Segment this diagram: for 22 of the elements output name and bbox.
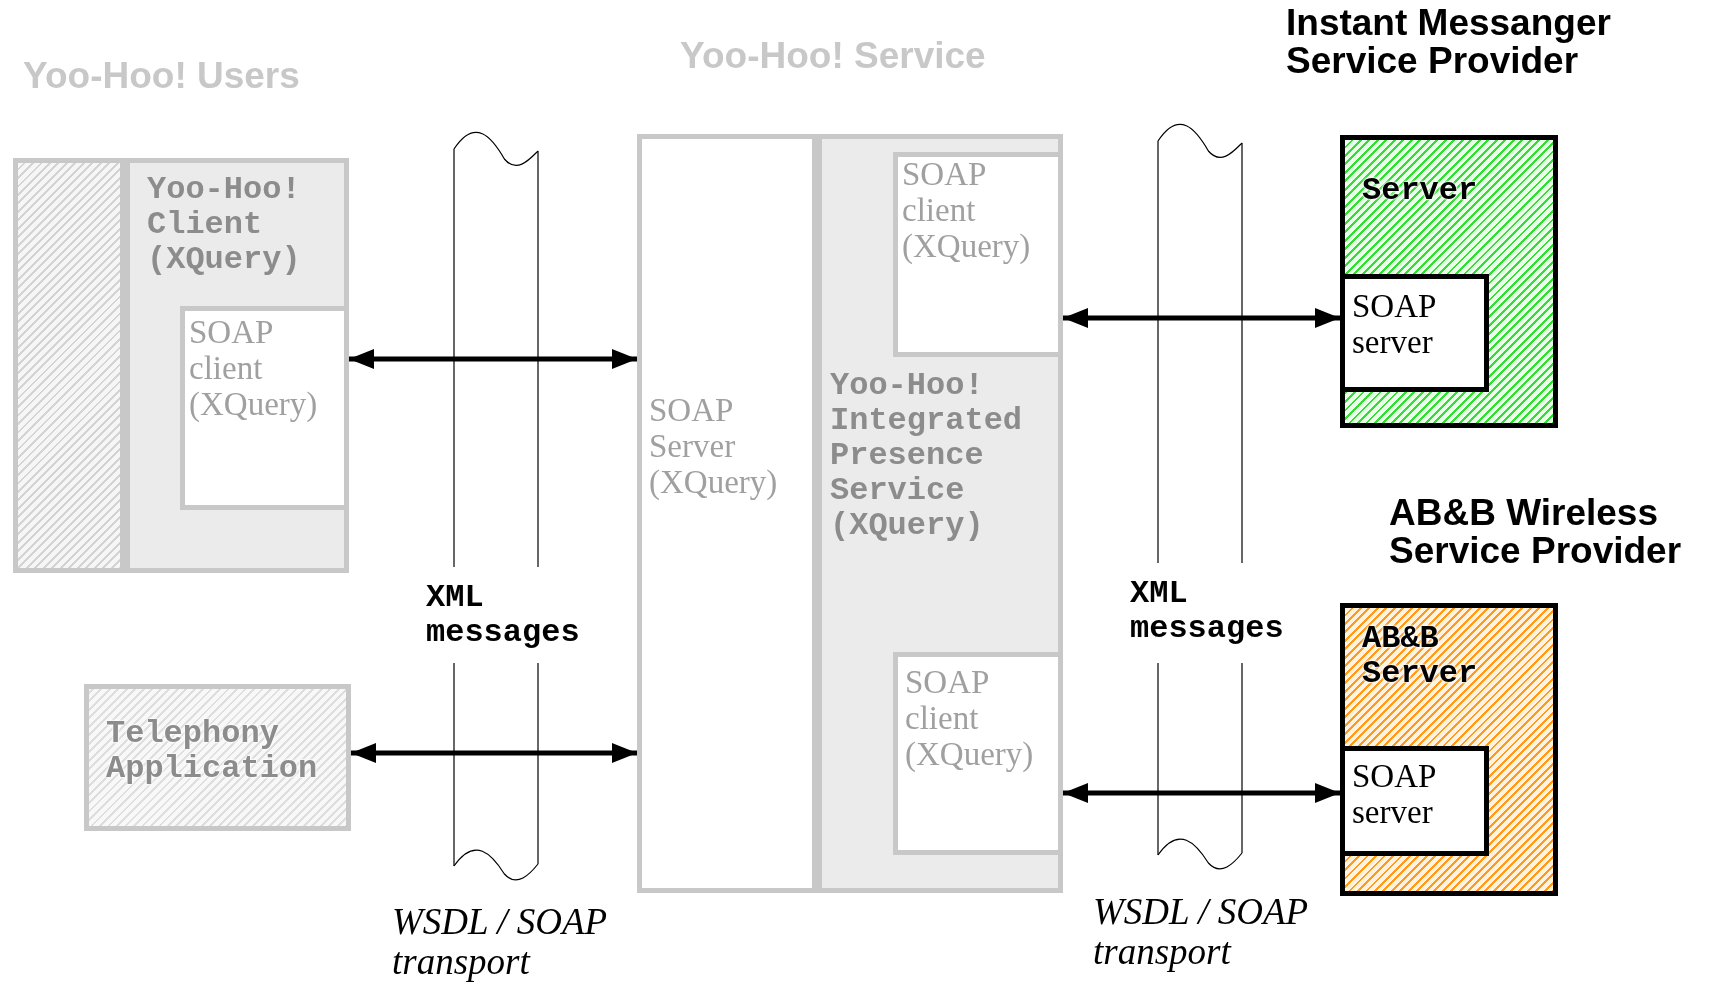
- transport-label: XML messages: [426, 580, 581, 650]
- transport-caption: WSDL / SOAP transport: [1093, 892, 1309, 972]
- node-label: Yoo-Hoo! Integrated Presence Service (XQuery): [830, 368, 1024, 543]
- node-label: SOAP client (XQuery): [902, 156, 1032, 264]
- node-label: SOAP Server (XQuery): [649, 392, 779, 500]
- node-label: Telephony Application: [106, 716, 319, 786]
- node-label: SOAP client (XQuery): [905, 664, 1035, 772]
- double-arrow: [351, 743, 637, 763]
- node-label: SOAP server: [1352, 758, 1437, 830]
- double-arrow: [349, 349, 637, 369]
- provider-heading: AB&B Wireless Service Provider: [1389, 494, 1683, 570]
- node-label: Yoo-Hoo! Client (XQuery): [147, 172, 302, 277]
- double-arrow: [1063, 308, 1340, 328]
- node-label: SOAP client (XQuery): [189, 314, 319, 422]
- server-box: [1340, 135, 1558, 428]
- double-arrow: [1063, 783, 1340, 803]
- transport-caption: WSDL / SOAP transport: [392, 902, 608, 982]
- provider-heading: Instant Messanger Service Provider: [1286, 4, 1612, 80]
- application-box: [84, 684, 351, 831]
- transport-label: XML messages: [1130, 576, 1285, 646]
- server-box: [1340, 603, 1558, 896]
- node-label: SOAP server: [1352, 288, 1437, 360]
